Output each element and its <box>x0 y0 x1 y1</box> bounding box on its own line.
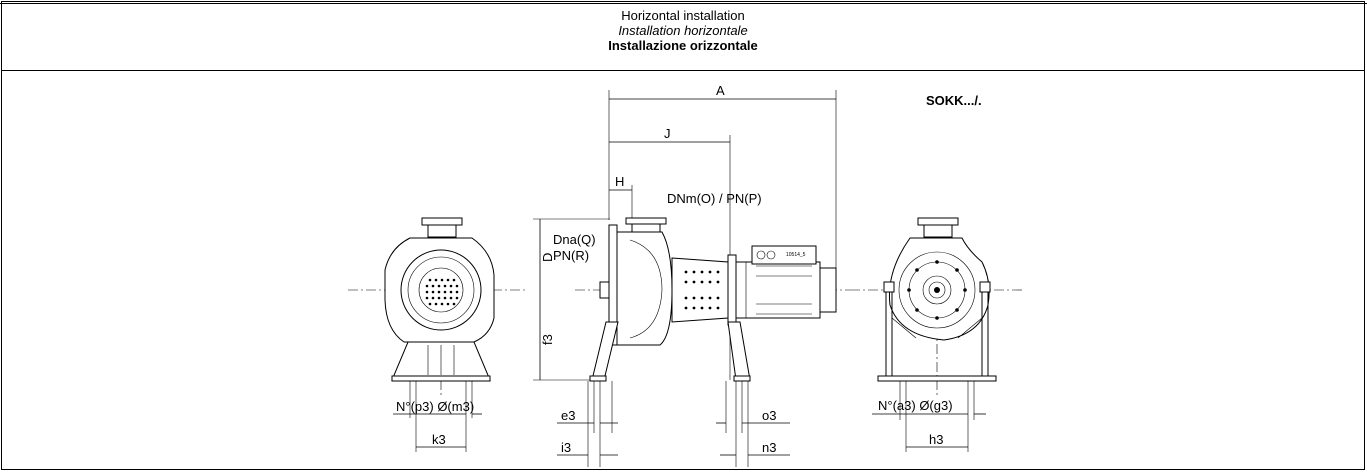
dim-h3: h3 <box>929 432 943 447</box>
dim-h: H <box>615 174 624 189</box>
rear-view: SOKK.../. N°(a3) Ø(g3) <box>850 93 1025 452</box>
motor-fins <box>684 270 720 310</box>
dim-holes-left: N°(p3) Ø(m3) <box>396 399 474 414</box>
title-header: Horizontal installation Installation hor… <box>1 5 1365 71</box>
dim-k3: k3 <box>432 432 446 447</box>
dim-o3: o3 <box>762 408 776 423</box>
dim-e3: e3 <box>561 408 575 423</box>
title-italian: Installazione orizzontale <box>608 38 758 53</box>
inlet-dn-label: Dna(Q) <box>553 232 596 247</box>
dim-i3: i3 <box>561 440 571 455</box>
dim-j: J <box>664 126 671 141</box>
dim-f3: f3 <box>540 334 555 345</box>
side-view: A J H DNm(O) / PN(P) D f3 Dna(Q) PN(R) <box>533 83 850 467</box>
top-rule <box>0 0 1367 4</box>
model-label: SOKK.../. <box>926 93 982 108</box>
dim-holes-right: N°(a3) Ø(g3) <box>878 398 953 413</box>
plate-code: 10514_5 <box>786 252 806 258</box>
fan-grid <box>425 278 459 306</box>
front-view: N°(p3) Ø(m3) k3 <box>348 217 525 452</box>
outlet-label: DNm(O) / PN(P) <box>667 191 762 206</box>
title-french: Installation horizontale <box>618 23 748 38</box>
dim-a: A <box>716 83 725 98</box>
dim-n3: n3 <box>762 440 776 455</box>
inlet-pn-label: PN(R) <box>553 248 589 263</box>
title-english: Horizontal installation <box>621 8 745 23</box>
dim-d: D <box>540 253 555 262</box>
